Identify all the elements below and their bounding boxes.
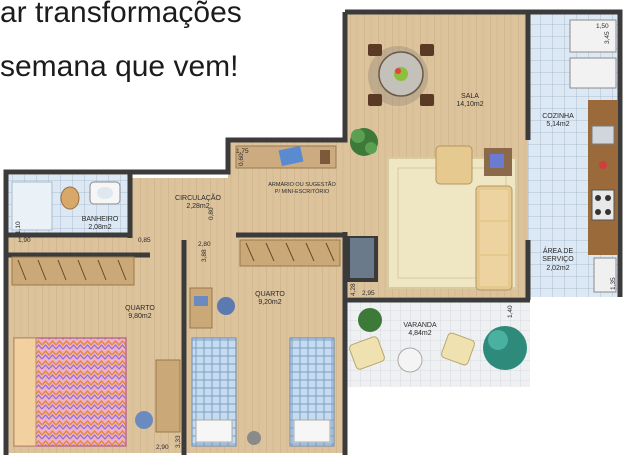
sala-label: SALA xyxy=(461,93,479,100)
tv-unit xyxy=(344,236,378,282)
cozinha-label: COZINHA xyxy=(542,113,574,120)
banheiro-area: 2,08m2 xyxy=(88,224,111,231)
sala-area: 14,10m2 xyxy=(456,101,483,108)
area-servico-label-1: ÁREA DE xyxy=(543,246,574,255)
corridor-floor xyxy=(6,233,184,253)
dim-140: 1,40 xyxy=(507,305,514,318)
varanda-area: 4,84m2 xyxy=(408,330,431,337)
side-table xyxy=(484,148,512,176)
double-bed xyxy=(13,337,127,447)
plant-sala xyxy=(350,128,378,156)
dim-085: 0,85 xyxy=(138,237,151,244)
cozinha-area: 5,14m2 xyxy=(546,121,569,128)
dining-table xyxy=(368,44,434,106)
armario-label-2: P/ MINI-ESCRITÓRIO xyxy=(275,188,330,195)
quarto2-label: QUARTO xyxy=(255,291,285,298)
dim-290: 2,90 xyxy=(156,444,169,451)
dim-175: 1,75 xyxy=(236,148,249,155)
room1-desk xyxy=(135,359,181,433)
slide-text-line-2: semana que vem! xyxy=(0,50,239,83)
kitchen-counter xyxy=(569,19,618,293)
dim-388: 3,88 xyxy=(201,249,208,262)
area-servico-area: 2,02m2 xyxy=(546,265,569,272)
outer-wall xyxy=(345,9,623,297)
dim-333: 3,33 xyxy=(175,435,182,448)
dim-428: 4,28 xyxy=(350,283,357,296)
dim-060: 0,60 xyxy=(238,153,245,166)
quarto2-area: 9,20m2 xyxy=(258,299,281,306)
dim-110: 1,10 xyxy=(15,221,22,234)
banheiro-label: BANHEIRO xyxy=(82,216,119,223)
dim-150: 1,50 xyxy=(596,23,609,30)
west-wall xyxy=(3,12,348,455)
quarto1-area: 9,80m2 xyxy=(128,313,151,320)
dim-345: 3,45 xyxy=(604,31,611,44)
area-servico-label-2: SERVIÇO xyxy=(542,256,574,263)
varanda-furniture xyxy=(349,308,527,373)
dim-135: 1,35 xyxy=(610,277,617,290)
dim-295: 2,95 xyxy=(362,290,375,297)
circulacao-label: CIRCULAÇÃO xyxy=(175,193,221,202)
closet-room2 xyxy=(239,239,341,267)
closet-room1 xyxy=(11,256,135,286)
single-bed-2 xyxy=(289,337,335,447)
room-labels: SALA 14,10m2 COZINHA 5,14m2 ÁREA DE SERV… xyxy=(82,93,575,337)
room2-desk xyxy=(189,287,261,445)
dim-080: 0,80 xyxy=(208,207,215,220)
mini-office xyxy=(235,145,337,169)
circulacao-area: 2,28m2 xyxy=(186,203,209,210)
circulacao-floor xyxy=(130,178,345,240)
dim-190: 1,90 xyxy=(18,237,31,244)
armario-label-1: ARMÁRIO OU SUGESTÃO xyxy=(268,181,336,188)
bathroom-fixtures xyxy=(11,181,121,231)
dim-280: 2,80 xyxy=(198,241,211,248)
single-bed-1 xyxy=(191,337,237,447)
varanda-label: VARANDA xyxy=(403,322,437,329)
slide-text: ar transformações semana que vem! xyxy=(0,0,340,110)
slide-text-line-1: ar transformações xyxy=(0,0,242,29)
dimension-labels: 1,50 3,45 1,75 0,60 0,80 1,10 1,90 0,85 … xyxy=(15,23,617,451)
sofa xyxy=(435,145,513,291)
quarto1-label: QUARTO xyxy=(125,305,155,312)
